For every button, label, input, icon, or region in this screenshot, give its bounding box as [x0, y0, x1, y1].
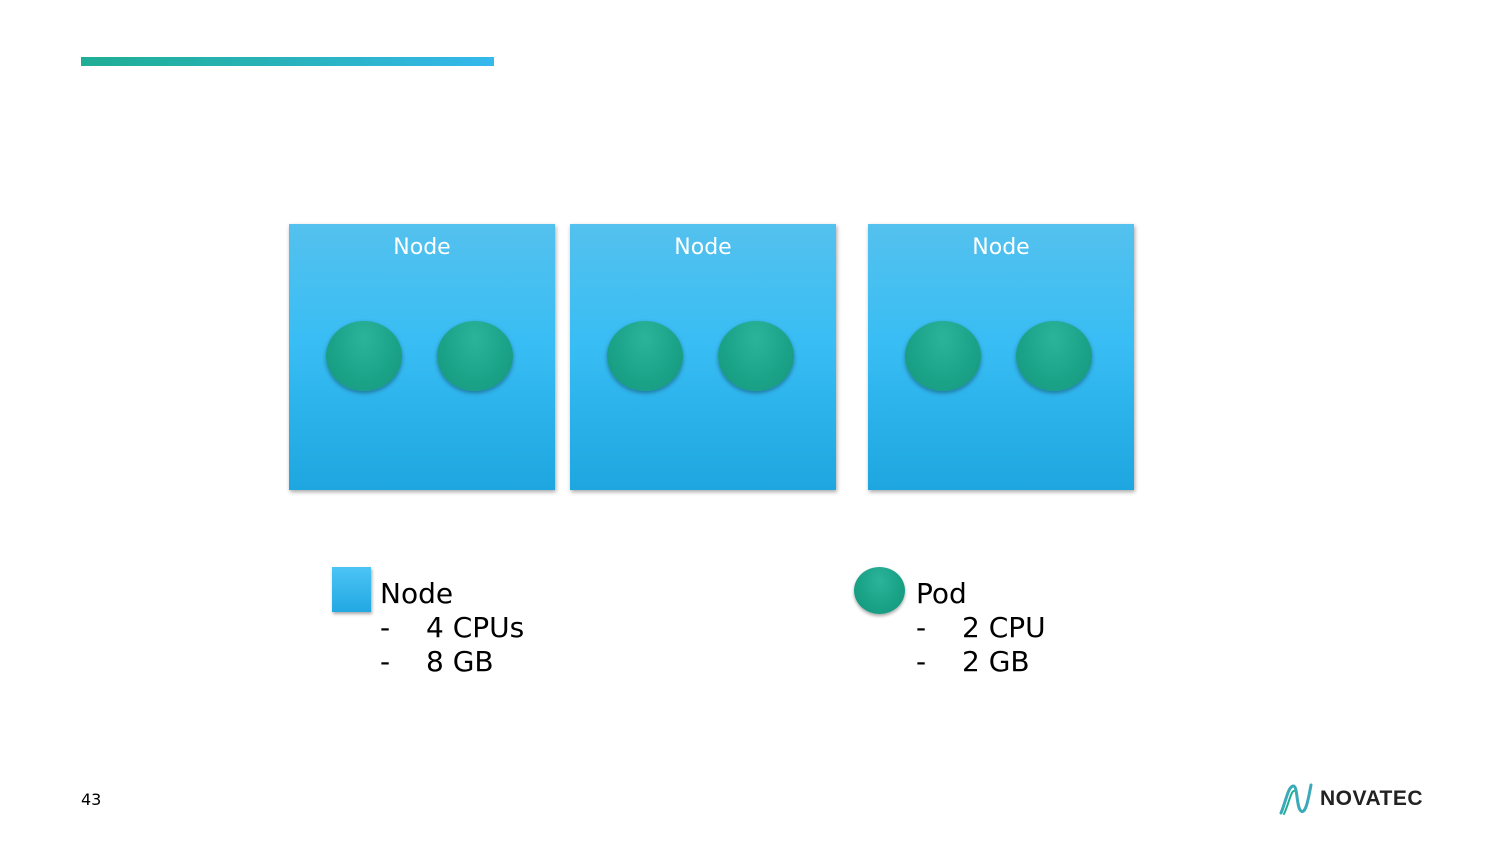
- legend-pod-cpu: 2 CPU: [962, 611, 1046, 644]
- logo-wordmark: NOVATEC: [1320, 787, 1424, 810]
- pod-circle: [326, 321, 402, 391]
- legend-node-memory: 8 GB: [426, 645, 494, 678]
- legend-pod-swatch: [854, 567, 905, 614]
- node-label: Node: [674, 235, 732, 260]
- legend-node-text: Node - 4 CPUs - 8 GB: [380, 577, 524, 679]
- node-label: Node: [393, 235, 451, 260]
- bullet-dash: -: [380, 611, 391, 644]
- novatec-logo: NOVATEC: [1278, 781, 1423, 817]
- legend-pod-memory: 2 GB: [962, 645, 1030, 678]
- legend-pod-text: Pod - 2 CPU - 2 GB: [916, 577, 1046, 679]
- pod-circle: [437, 321, 513, 391]
- legend-node-cpu: 4 CPUs: [426, 611, 525, 644]
- page-number: 43: [81, 790, 102, 809]
- legend-node-line: - 4 CPUs: [380, 611, 524, 645]
- node-box-3: Node: [868, 224, 1134, 490]
- node-box-2: Node: [570, 224, 836, 490]
- legend-node-title: Node: [380, 577, 454, 610]
- bullet-dash: -: [380, 645, 391, 678]
- legend-node-swatch: [332, 567, 371, 612]
- legend-pod-title: Pod: [916, 577, 967, 610]
- legend-pod-line: - 2 CPU: [916, 611, 1046, 645]
- pod-circle: [607, 321, 683, 391]
- pod-circle: [905, 321, 981, 391]
- node-label: Node: [972, 235, 1030, 260]
- node-box-1: Node: [289, 224, 555, 490]
- legend-pod-line: - 2 GB: [916, 645, 1046, 679]
- pod-circle: [1016, 321, 1092, 391]
- novatec-logo-icon: [1279, 783, 1313, 815]
- title-accent-bar: [81, 57, 494, 66]
- bullet-dash: -: [916, 611, 927, 644]
- legend-node-line: - 8 GB: [380, 645, 524, 679]
- bullet-dash: -: [916, 645, 927, 678]
- pod-circle: [718, 321, 794, 391]
